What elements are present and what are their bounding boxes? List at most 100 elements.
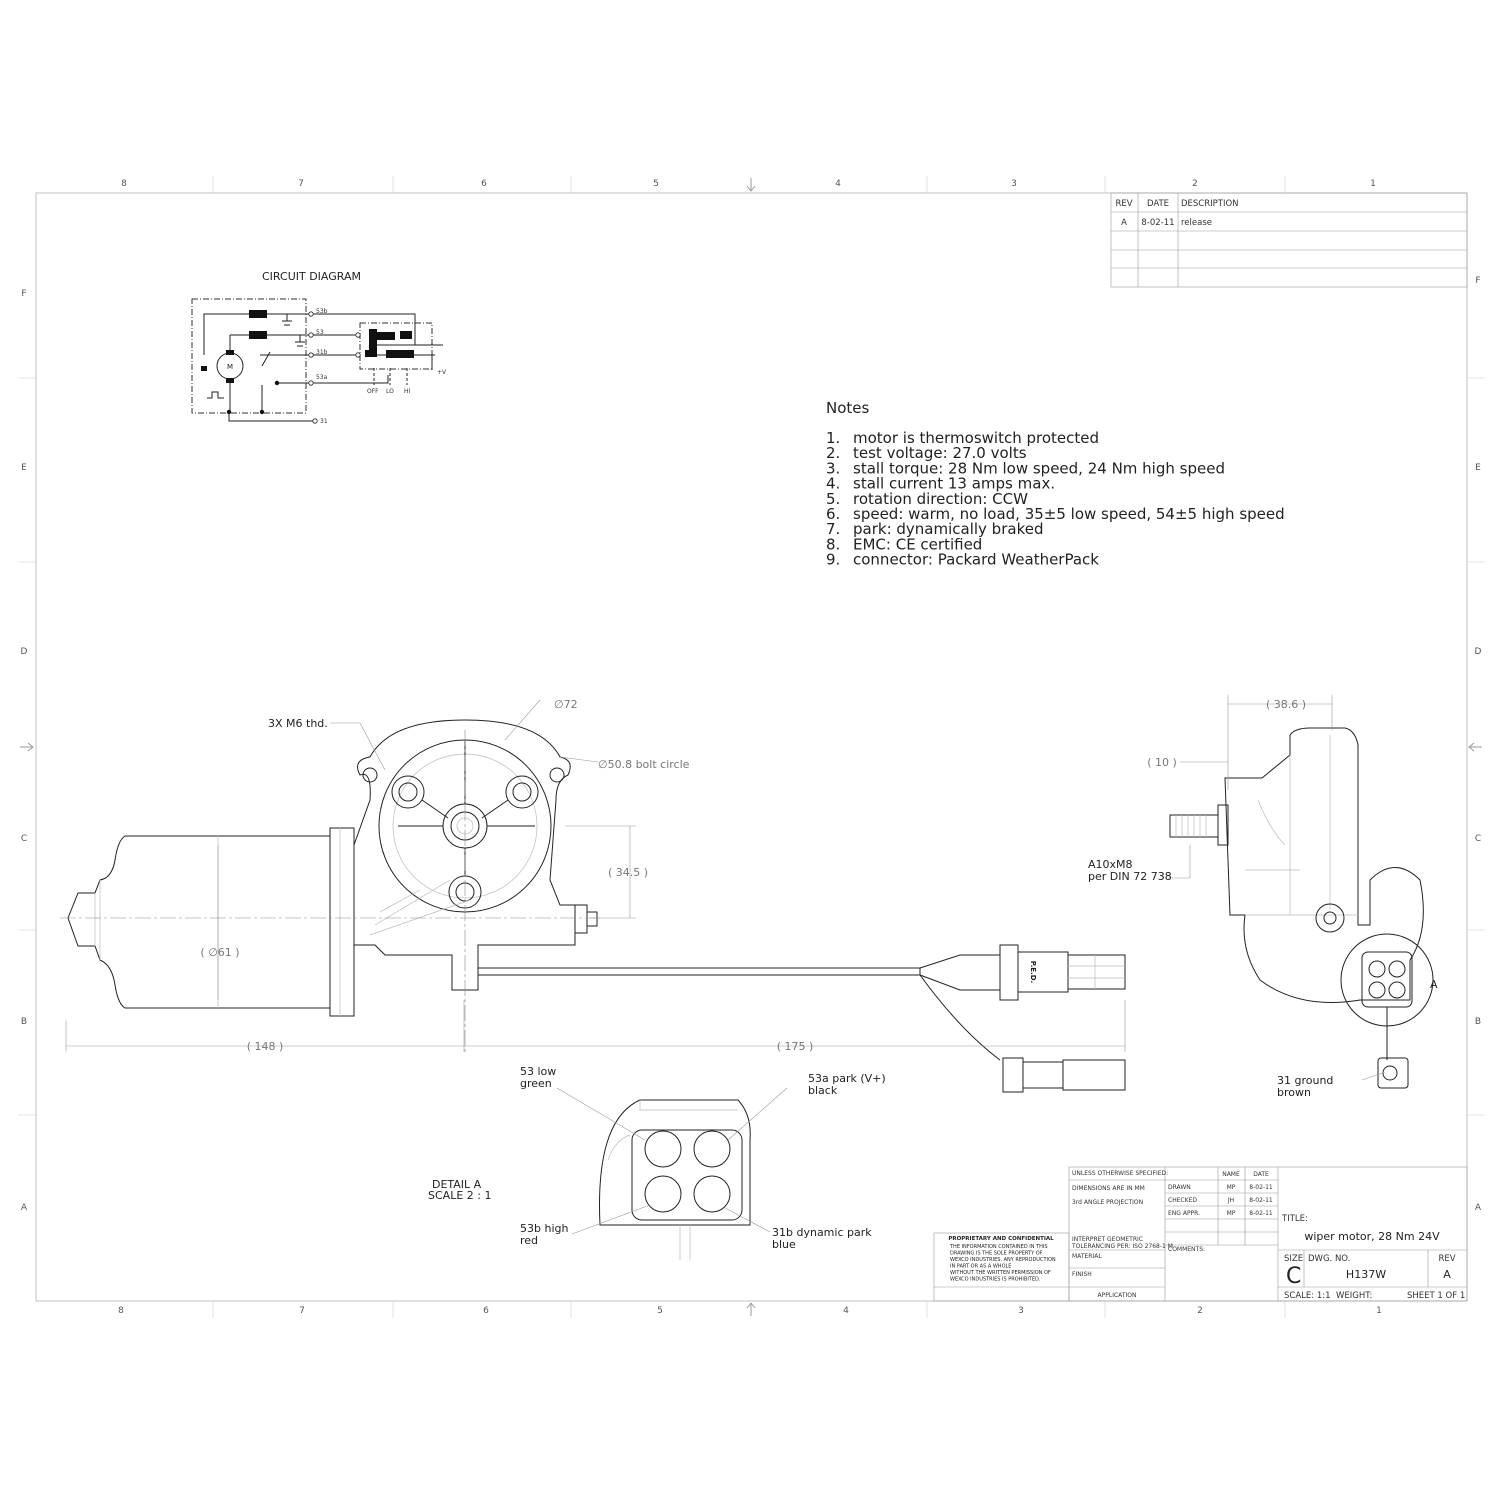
zone-label: 2 [1197, 1306, 1203, 1316]
material-label: MATERIAL [1072, 1253, 1102, 1260]
proprietary-text-line: IN PART OR AS A WHOLE [950, 1264, 1011, 1270]
terminal-label: 53a [316, 374, 328, 381]
scale: SCALE: 1:1 [1284, 1291, 1331, 1301]
centering-marks [20, 178, 1482, 1316]
sheet-number: SHEET 1 OF 1 [1407, 1291, 1465, 1301]
zone-label: F [1475, 276, 1480, 286]
approval-name: JH [1227, 1197, 1234, 1204]
proprietary-text-line: WEXCO INDUSTRIES IS PROHIBITED. [950, 1277, 1041, 1283]
note-item: speed: warm, no load, 35±5 low speed, 54… [853, 505, 1285, 523]
notes: Notes 1.motor is thermoswitch protected2… [826, 399, 1285, 569]
switch-position-label: OFF [367, 388, 379, 395]
zone-label: 7 [298, 179, 304, 189]
dimension-175: ( 175 ) [777, 1040, 814, 1053]
pin-53-color: green [520, 1077, 552, 1090]
pin-31b-label: 31b dynamic park [772, 1226, 872, 1239]
zone-label: A [1475, 1203, 1482, 1213]
size-label: SIZE [1284, 1254, 1303, 1264]
tolerancing: INTERPRET GEOMETRIC [1072, 1236, 1143, 1243]
approval-name: MP [1227, 1210, 1236, 1217]
rev-cell: A [1121, 218, 1127, 228]
projection: 3rd ANGLE PROJECTION [1072, 1199, 1143, 1206]
zone-ticks [18, 176, 1485, 1318]
drawing-number-label: DWG. NO. [1308, 1254, 1350, 1264]
zone-label: 6 [483, 1306, 489, 1316]
zone-labels-bottom: 8 7 6 5 4 3 2 1 [118, 1306, 1382, 1316]
zone-label: 1 [1376, 1306, 1382, 1316]
title-block: UNLESS OTHERWISE SPECIFIED: DIMENSIONS A… [933, 1166, 1468, 1302]
zone-label: E [1475, 463, 1481, 473]
sheet-size: C [1286, 1264, 1301, 1289]
pin-53-label: 53 low [520, 1065, 556, 1078]
dimension-units: DIMENSIONS ARE IN MM [1072, 1185, 1145, 1192]
dimension-38-6: ( 38.6 ) [1266, 698, 1306, 711]
zone-label: 5 [657, 1306, 663, 1316]
thread-callout: 3X M6 thd. [268, 717, 328, 730]
application-label: APPLICATION [1098, 1292, 1137, 1299]
proprietary-text-line: WITHOUT THE WRITTEN PERMISSION OF [950, 1270, 1051, 1276]
motor-symbol-label: M [227, 363, 233, 371]
front-view: P.E.D. ( 148 ) ( 175 ) ( 34.5 ) ( ∅61 ) … [60, 698, 1126, 1093]
zone-labels-top: 8 7 6 5 4 3 2 1 [121, 179, 1376, 189]
approval-name: MP [1227, 1184, 1236, 1191]
dimension-148: ( 148 ) [247, 1040, 284, 1053]
pin-53b-color: red [520, 1234, 538, 1247]
ground-callout: 31 ground [1277, 1074, 1333, 1087]
note-item: stall current 13 amps max. [853, 475, 1055, 493]
zone-labels-right: F E D C B A [1475, 276, 1482, 1213]
zone-label: 1 [1370, 179, 1376, 189]
zone-label: 8 [121, 179, 127, 189]
revision: A [1443, 1268, 1451, 1281]
zone-label: 4 [835, 179, 841, 189]
zone-label: B [21, 1017, 27, 1027]
rev-label: REV [1438, 1254, 1455, 1264]
zone-label: 4 [843, 1306, 849, 1316]
circuit-diagram: CIRCUIT DIAGRAM M 53b 53 31b 53a 31 OFF [191, 270, 447, 425]
note-item: motor is thermoswitch protected [853, 429, 1099, 447]
note-number: 5. [826, 490, 840, 508]
zone-labels-left: F E D C B A [21, 289, 28, 1213]
note-item: park: dynamically braked [853, 520, 1043, 538]
zone-label: 7 [299, 1306, 305, 1316]
detail-marker: A [1430, 978, 1438, 991]
note-number: 9. [826, 551, 840, 569]
zone-label: D [1475, 647, 1482, 657]
date-header: DATE [1147, 199, 1169, 209]
name-header: NAME [1222, 1171, 1240, 1178]
detail-title: DETAIL A [432, 1178, 482, 1191]
supply-label: +V [437, 369, 447, 376]
switch-position-label: HI [404, 388, 411, 395]
note-number: 8. [826, 535, 840, 553]
drawing-number: H137W [1346, 1268, 1386, 1281]
note-item: test voltage: 27.0 volts [853, 444, 1027, 462]
proprietary-title: PROPRIETARY AND CONFIDENTIAL [948, 1236, 1054, 1242]
zone-label: B [1475, 1017, 1481, 1027]
dimension-34-5: ( 34.5 ) [608, 866, 648, 879]
approval-role: DRAWN [1168, 1184, 1191, 1191]
comments-label: COMMENTS: [1168, 1246, 1205, 1253]
connector-marking: P.E.D. [1029, 961, 1037, 983]
finish-label: FINISH [1072, 1271, 1092, 1278]
pin-31b-color: blue [772, 1238, 796, 1251]
proprietary-text-line: DRAWING IS THE SOLE PROPERTY OF [950, 1251, 1043, 1257]
pin-53a-label: 53a park (V+) [808, 1072, 886, 1085]
zone-label: F [21, 289, 26, 299]
shaft-callout-standard: per DIN 72 738 [1088, 870, 1172, 883]
dimension-10: ( 10 ) [1147, 756, 1177, 769]
zone-label: 5 [653, 179, 659, 189]
description-header: DESCRIPTION [1181, 199, 1239, 209]
dimension-diameter-72: ∅72 [554, 698, 578, 711]
sheet-border [35, 192, 1468, 1302]
revision-table: REV DATE DESCRIPTION A 8-02-11 release [1110, 192, 1468, 288]
switch-position-label: LO [386, 388, 394, 395]
weight: WEIGHT: [1336, 1291, 1372, 1301]
proprietary-text-line: THE INFORMATION CONTAINED IN THIS [949, 1244, 1048, 1250]
circuit-title: CIRCUIT DIAGRAM [262, 270, 361, 283]
approval-date: 8-02-11 [1249, 1210, 1273, 1217]
note-item: rotation direction: CCW [853, 490, 1028, 508]
pin-53a-color: black [808, 1084, 838, 1097]
bolt-circle-callout: ∅50.8 bolt circle [598, 758, 690, 771]
terminal-label: 53 [316, 329, 324, 336]
note-number: 7. [826, 520, 840, 538]
